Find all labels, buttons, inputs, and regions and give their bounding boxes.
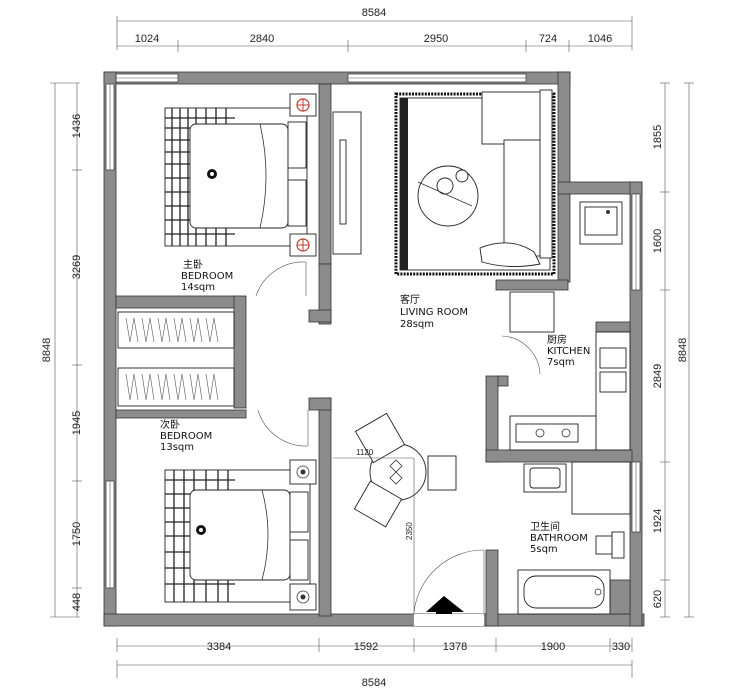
kitchen-en: KITCHEN bbox=[547, 346, 590, 357]
bathtub bbox=[517, 569, 611, 615]
walls bbox=[103, 71, 645, 627]
dim-top-2: 2840 bbox=[250, 33, 274, 45]
master-bed bbox=[164, 107, 308, 247]
dim-top-4: 724 bbox=[539, 33, 557, 45]
dim-bottom-1: 3384 bbox=[207, 641, 231, 653]
master-bedroom-area: 14sqm bbox=[181, 282, 215, 293]
dimension-bottom: 3384 1592 1378 1900 330 8584 bbox=[116, 638, 633, 689]
sofa-area bbox=[394, 89, 556, 276]
dim-top-total: 8584 bbox=[362, 7, 386, 19]
kitchen-cn: 厨房 bbox=[547, 333, 567, 346]
table-width-label: 1120 bbox=[356, 448, 374, 457]
dining-table bbox=[333, 412, 457, 614]
bathroom-cn: 卫生间 bbox=[530, 520, 560, 533]
dim-right-4: 1924 bbox=[652, 509, 664, 533]
shower-area bbox=[571, 461, 631, 515]
kitchen-counter bbox=[509, 331, 631, 451]
living-room-area: 28sqm bbox=[400, 319, 434, 330]
kitchen-area: 7sqm bbox=[547, 357, 575, 368]
second-bedroom-area: 13sqm bbox=[160, 442, 194, 453]
dim-bottom-total: 8584 bbox=[362, 677, 386, 689]
dim-bottom-3: 1378 bbox=[443, 641, 467, 653]
dimension-left: 8848 1436 3269 1945 1750 448 bbox=[41, 82, 83, 618]
living-room-cn: 客厅 bbox=[400, 293, 420, 306]
dim-right-5: 620 bbox=[652, 590, 664, 608]
corridor-length-label: 2350 bbox=[405, 522, 414, 540]
dim-left-3: 1945 bbox=[71, 411, 83, 435]
dim-bottom-5: 330 bbox=[612, 641, 630, 653]
tv-cabinet bbox=[332, 111, 362, 255]
dim-left-2: 3269 bbox=[71, 255, 83, 279]
dimension-top: 8584 1024 2840 2950 724 1046 bbox=[116, 7, 633, 52]
second-door-swing bbox=[257, 409, 309, 447]
dim-top-3: 2950 bbox=[424, 33, 448, 45]
dim-left-4: 1750 bbox=[71, 522, 83, 546]
dim-left-5: 448 bbox=[71, 593, 83, 611]
dim-left-total: 8848 bbox=[41, 338, 53, 362]
dim-right-3: 2849 bbox=[652, 364, 664, 388]
master-bedroom-cn: 主卧 bbox=[183, 258, 203, 271]
nightstand-lamp-top bbox=[289, 93, 317, 117]
second-bedroom-en: BEDROOM bbox=[160, 431, 212, 442]
dim-left-1: 1436 bbox=[71, 114, 83, 138]
bathroom-en: BATHROOM bbox=[530, 533, 588, 544]
toilet bbox=[595, 531, 625, 559]
bathroom-area: 5sqm bbox=[530, 544, 558, 555]
dim-bottom-2: 1592 bbox=[354, 641, 378, 653]
entrance-arrow-icon bbox=[426, 596, 464, 614]
kitchen-cabinet bbox=[501, 291, 555, 375]
second-bedroom-cn: 次卧 bbox=[160, 418, 180, 431]
living-room-en: LIVING ROOM bbox=[400, 307, 468, 318]
dim-right-2: 1600 bbox=[652, 229, 664, 253]
entrance-door-swing bbox=[413, 549, 485, 613]
second-bed bbox=[164, 469, 311, 603]
master-door-swing bbox=[255, 261, 307, 297]
nightstand-lamp-bottom bbox=[289, 233, 317, 257]
fridge bbox=[579, 201, 623, 245]
dim-right-1: 1855 bbox=[652, 125, 664, 149]
dim-top-5: 1046 bbox=[588, 33, 612, 45]
closet-bottom bbox=[117, 367, 235, 407]
dim-top-1: 1024 bbox=[135, 33, 159, 45]
nightstand-second-top bbox=[289, 459, 317, 485]
dim-right-total: 8848 bbox=[677, 338, 689, 362]
nightstand-second-bottom bbox=[289, 583, 317, 611]
closet-top bbox=[117, 311, 235, 349]
bathroom-sink bbox=[523, 463, 567, 493]
dim-bottom-4: 1900 bbox=[541, 641, 565, 653]
master-bedroom-en: BEDROOM bbox=[181, 271, 233, 282]
dimension-right: 1855 1600 2849 1924 620 8848 bbox=[652, 82, 694, 618]
